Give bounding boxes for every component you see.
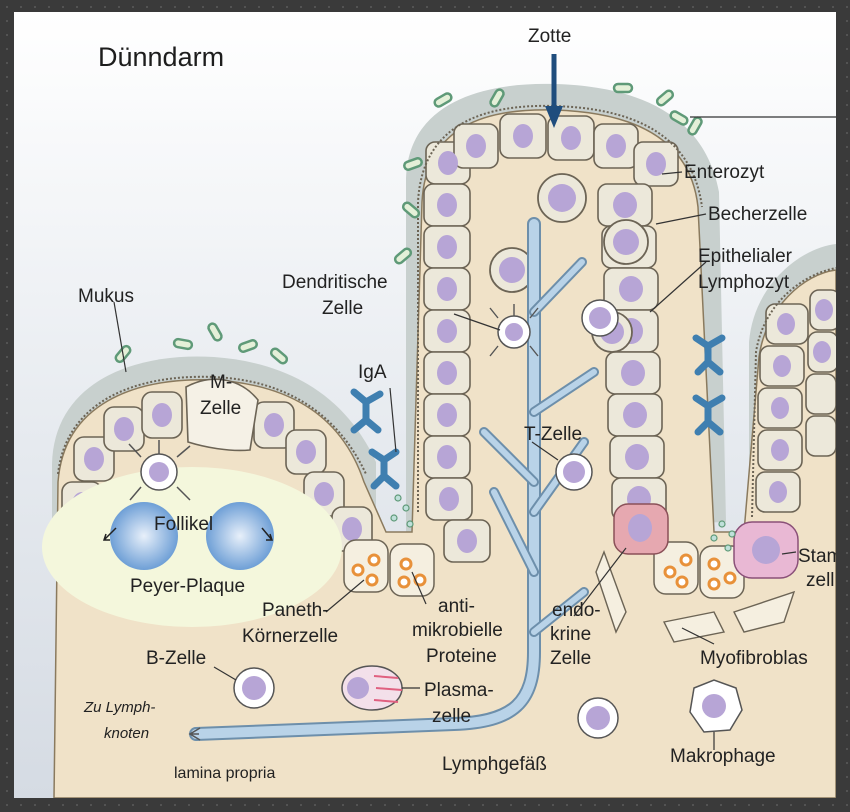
label-koernerzelle: Körnerzelle (242, 626, 338, 647)
label-zotte: Zotte (528, 26, 571, 47)
enteroendocrine-nucleus (628, 514, 652, 542)
b-cell (234, 668, 274, 708)
t-cell-nucleus (563, 461, 585, 483)
label-paneth: Paneth- (262, 600, 329, 621)
label-enterozyt: Enterozyt (684, 162, 765, 183)
label-plasma-zelle: zelle (432, 706, 471, 727)
follicle-right (206, 502, 274, 570)
diagram-panel: Dünndarm Zotte Enterozyt Becherzelle Epi… (14, 12, 836, 798)
label-mikrobielle: mikrobielle (412, 620, 503, 641)
label-makrophage: Makrophage (670, 746, 776, 767)
label-epithelialer: Epithelialer (698, 246, 793, 267)
label-t-zelle: T-Zelle (524, 424, 582, 445)
label-krine: krine (550, 624, 591, 645)
label-lymphozyt: Lymphozyt (698, 272, 790, 293)
label-plasma: Plasma- (424, 680, 494, 701)
label-dendritische: Dendritische (282, 272, 388, 293)
label-endo-zelle: Zelle (550, 648, 591, 669)
small-intestine-diagram: Dünndarm Zotte Enterozyt Becherzelle Epi… (14, 12, 836, 798)
free-cell (578, 698, 618, 738)
label-m-zelle-1: M- (210, 372, 232, 393)
epithelial-lymphocyte-nucleus (589, 307, 611, 329)
label-m-zelle-2: Zelle (200, 398, 241, 419)
follicle-left (110, 502, 178, 570)
stem-cell-nucleus (752, 536, 780, 564)
plasma-cell (342, 666, 402, 710)
label-dendritische-zelle: Zelle (322, 298, 363, 319)
label-myofibroblast: Myofibroblas (700, 648, 808, 669)
label-endo: endo- (552, 600, 601, 621)
label-zu-lymph: Zu Lymph- (83, 699, 155, 716)
label-stam-zell: zell (806, 570, 835, 591)
label-lamina-propria: lamina propria (174, 765, 275, 782)
macrophage (690, 680, 742, 732)
label-b-zelle: B-Zelle (146, 648, 206, 669)
label-lymphgefass: Lymphgefäß (442, 754, 547, 775)
label-mukus: Mukus (78, 286, 134, 307)
label-becherzelle: Becherzelle (708, 204, 807, 225)
label-proteine: Proteine (426, 646, 497, 667)
label-follikel: Follikel (154, 514, 213, 535)
label-iga: IgA (358, 362, 387, 383)
label-anti: anti- (438, 596, 475, 617)
label-stam: Stam (798, 546, 836, 567)
diagram-title: Dünndarm (98, 42, 224, 72)
label-knoten: knoten (104, 725, 149, 742)
label-peyer-plaque: Peyer-Plaque (130, 576, 245, 597)
